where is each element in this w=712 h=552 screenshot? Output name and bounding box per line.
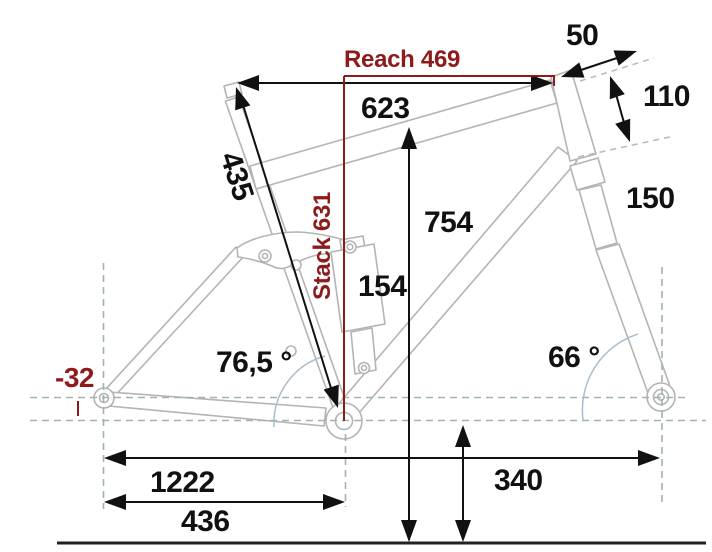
head-angle-arc <box>581 333 639 421</box>
arrowhead <box>531 75 553 91</box>
reach-label: Reach 469 <box>344 46 460 73</box>
arrowhead <box>401 127 417 149</box>
shock-eyelet-top-center <box>346 243 354 251</box>
top-tube-length-label: 623 <box>361 92 410 125</box>
seat-tube-pivot <box>285 345 297 357</box>
shock-shaft <box>350 327 377 375</box>
fork-lowers <box>595 243 672 397</box>
dimension-lines <box>57 50 706 545</box>
standover-label: 754 <box>424 206 473 239</box>
head-tube <box>550 69 597 162</box>
chainstay-label: 436 <box>181 505 230 538</box>
reference-guides <box>30 57 706 509</box>
stem-length-label: 50 <box>566 19 598 52</box>
seat-angle-arc <box>273 355 326 428</box>
arrowhead <box>104 494 126 510</box>
fork-stanchion <box>578 184 618 250</box>
rocker-pivot-front-center <box>261 252 269 260</box>
arrowhead <box>401 520 417 542</box>
head-tube-top-extension-guide <box>579 57 655 82</box>
seat-tube-dim-line <box>238 91 336 402</box>
arrowhead <box>609 76 625 100</box>
arrowhead <box>235 87 251 111</box>
arrowhead <box>638 450 660 466</box>
reach-dim-line <box>344 75 555 86</box>
shock-length-label: 154 <box>358 270 407 303</box>
bb-height-label: 340 <box>494 464 543 497</box>
bike-frame <box>93 69 676 440</box>
head-angle-label: 66 ° <box>548 341 600 374</box>
wheelbase-label: 1222 <box>150 466 215 499</box>
red-dimensions <box>77 75 555 421</box>
arrowhead <box>615 118 631 142</box>
arrowhead <box>613 50 637 66</box>
stack-label: Stack 631 <box>309 192 336 300</box>
shock-clevis-pivot-center <box>360 364 368 372</box>
arrowhead <box>561 62 585 78</box>
fork-length-label: 150 <box>626 182 675 215</box>
bb-drop-label: -32 <box>55 362 94 393</box>
arrowhead <box>237 75 259 91</box>
arrowhead <box>323 494 345 510</box>
arrowhead <box>323 384 339 408</box>
dimension-labels: Reach 469 Stack 631 50 110 150 623 754 1… <box>55 19 690 538</box>
arrowhead <box>455 425 471 447</box>
fork-crown <box>569 157 606 191</box>
arrowhead <box>104 450 126 466</box>
head-tube-bottom-extension-guide <box>577 135 675 158</box>
head-tube-length-label: 110 <box>643 80 690 113</box>
arrowhead <box>455 520 471 542</box>
seat-angle-label: 76,5 ° <box>216 346 292 379</box>
